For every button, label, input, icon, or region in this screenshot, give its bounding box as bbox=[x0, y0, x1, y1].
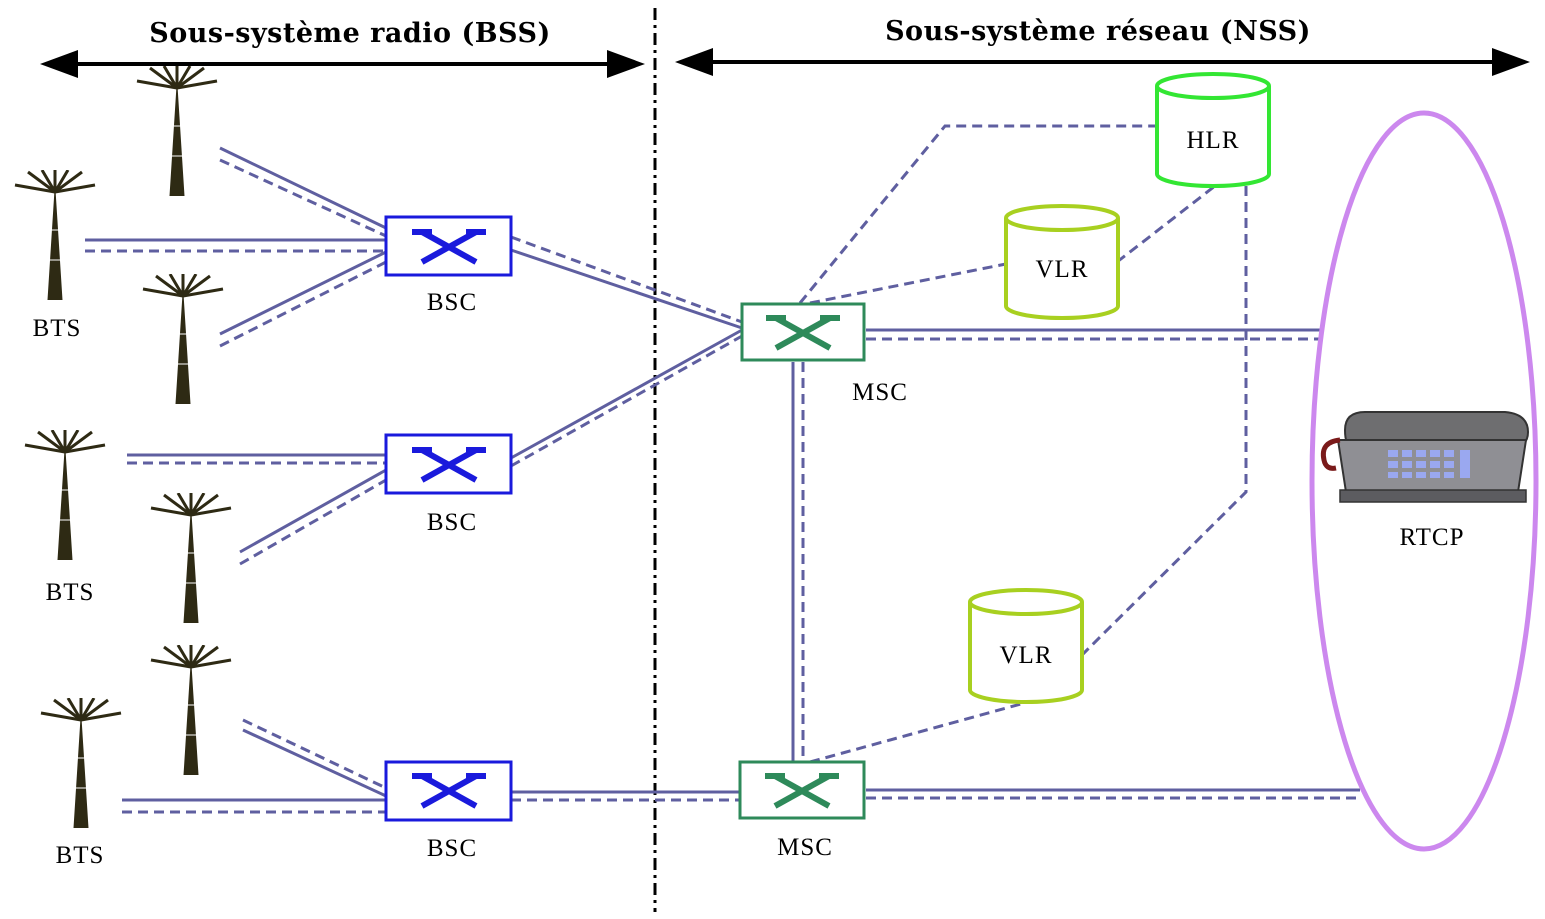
bss-header-arrow bbox=[40, 50, 645, 78]
bts-tower-icon bbox=[141, 274, 225, 404]
switch-icon bbox=[412, 447, 486, 483]
switch-icon bbox=[412, 773, 486, 809]
hlr-database: HLR bbox=[1155, 72, 1271, 188]
bsc-node bbox=[384, 215, 513, 277]
bsc-label: BSC bbox=[427, 835, 477, 862]
bsc-node bbox=[384, 433, 513, 495]
vlr-label: VLR bbox=[1036, 256, 1089, 283]
vlr-database: VLR bbox=[968, 588, 1084, 704]
hlr-label: HLR bbox=[1187, 127, 1240, 154]
vlr-database: VLR bbox=[1004, 204, 1120, 320]
bsc-label: BSC bbox=[427, 509, 477, 536]
bts-label: BTS bbox=[33, 315, 82, 342]
bts-label: BTS bbox=[56, 842, 105, 869]
bts-tower-icon bbox=[23, 430, 107, 560]
bsc-label: BSC bbox=[427, 289, 477, 316]
msc-label: MSC bbox=[777, 834, 833, 861]
bts-tower-icon bbox=[149, 493, 233, 623]
vlr-label: VLR bbox=[1000, 642, 1053, 669]
nss-header-arrow bbox=[675, 48, 1530, 76]
msc-label: MSC bbox=[852, 379, 908, 406]
switch-icon bbox=[765, 773, 839, 809]
bts-tower-icon bbox=[149, 645, 233, 775]
switch-icon bbox=[766, 315, 840, 351]
bts-bsc-links bbox=[85, 146, 387, 814]
bsc-node bbox=[384, 760, 513, 822]
msc-rtcp-links bbox=[866, 328, 1360, 800]
bss-header-title: Sous-système radio (BSS) bbox=[149, 18, 550, 49]
bts-tower-icon bbox=[135, 66, 219, 196]
bts-tower-icon bbox=[13, 170, 97, 300]
nss-header-title: Sous-système réseau (NSS) bbox=[885, 16, 1311, 47]
msc-node bbox=[738, 760, 866, 820]
switch-icon bbox=[412, 229, 486, 265]
bts-label: BTS bbox=[46, 579, 95, 606]
bsc-msc-links bbox=[510, 235, 743, 802]
msc-msc-link bbox=[791, 362, 805, 762]
signaling-links bbox=[798, 124, 1248, 764]
rtcp-label: RTCP bbox=[1399, 524, 1464, 551]
bts-tower-icon bbox=[39, 698, 123, 828]
msc-node bbox=[740, 302, 866, 362]
rtcp-network-ellipse bbox=[1309, 110, 1539, 852]
telephone-icon bbox=[1320, 411, 1530, 503]
